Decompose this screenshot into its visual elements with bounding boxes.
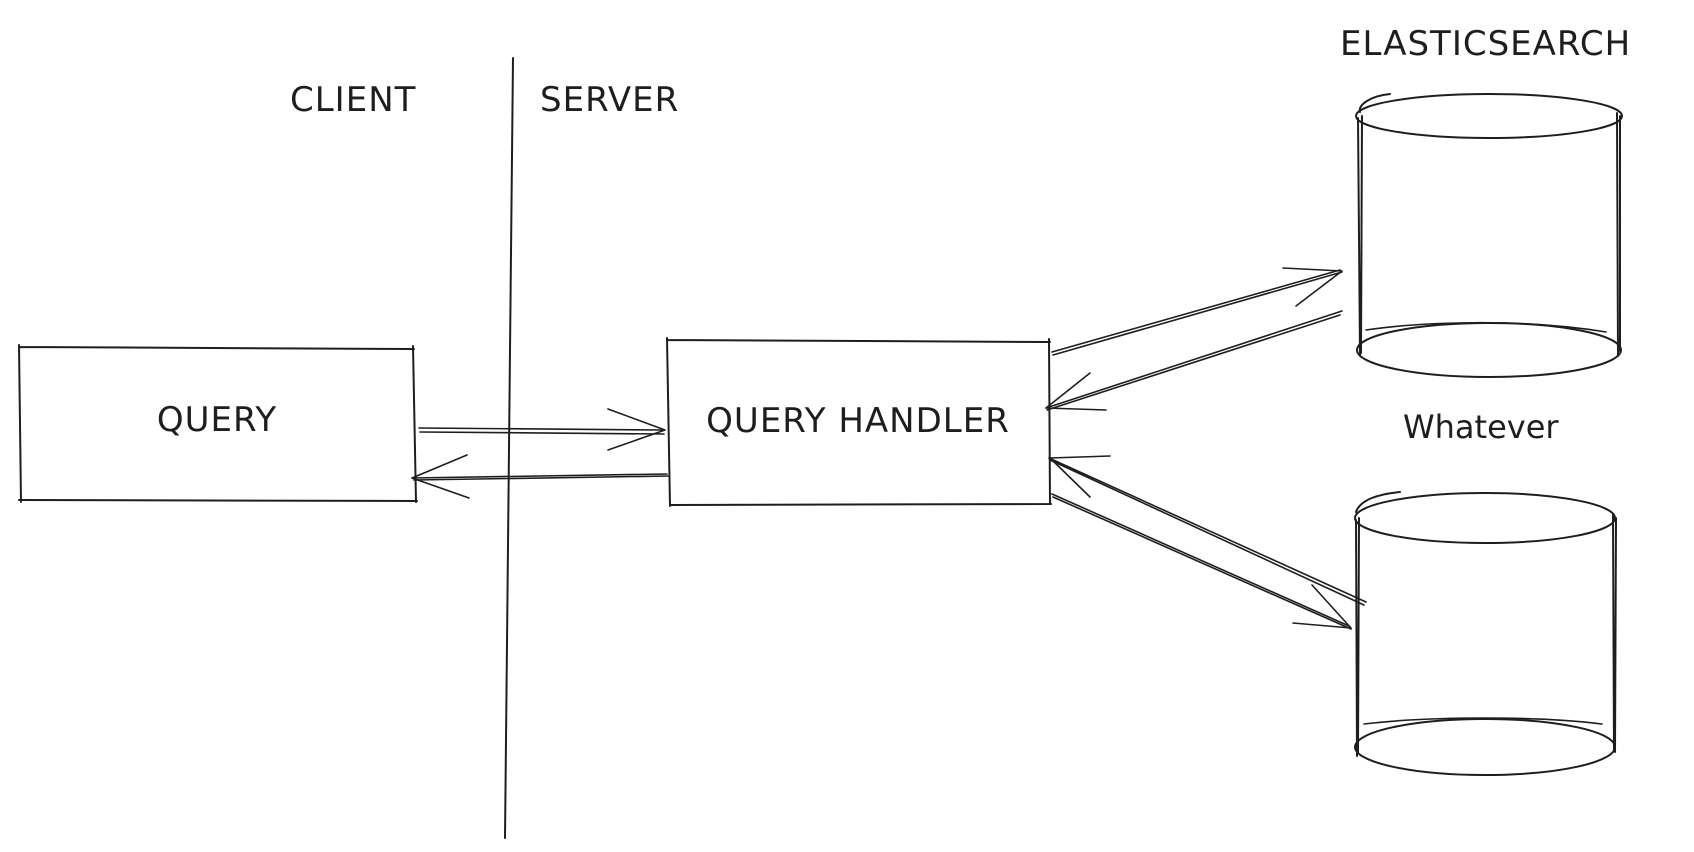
arrow-handler-to-elasticsearch — [1051, 267, 1343, 356]
whatever-database-icon — [1354, 491, 1617, 776]
query-box-outline — [18, 344, 418, 503]
query-handler-box-label: QUERY HANDLER — [706, 401, 1010, 441]
query-handler-box-outline — [666, 337, 1052, 507]
client-label: CLIENT — [290, 80, 416, 120]
server-label: SERVER — [540, 80, 679, 120]
arrow-whatever-to-handler — [1048, 455, 1367, 606]
query-box-label: QUERY — [157, 400, 277, 440]
query-handler-box[interactable]: QUERY HANDLER — [666, 337, 1052, 507]
elasticsearch-database-icon — [1355, 93, 1623, 378]
query-box[interactable]: QUERY — [18, 344, 418, 503]
arrow-query-to-handler — [418, 408, 666, 451]
arrow-handler-to-whatever — [1051, 493, 1352, 630]
whatever-label: Whatever — [1403, 408, 1559, 446]
arrow-elasticsearch-to-handler — [1045, 310, 1343, 411]
arrow-handler-to-query — [411, 454, 669, 499]
elasticsearch-label: ELASTICSEARCH — [1340, 24, 1631, 64]
client-server-divider — [504, 57, 514, 839]
